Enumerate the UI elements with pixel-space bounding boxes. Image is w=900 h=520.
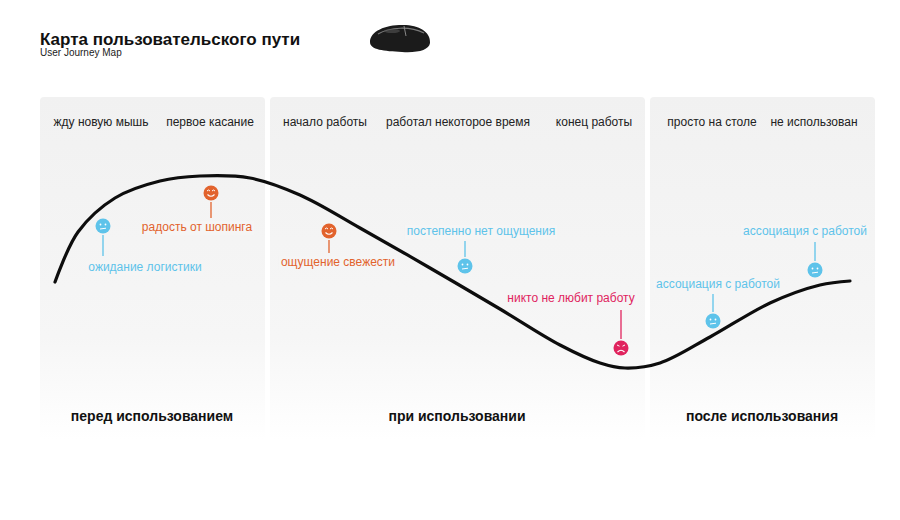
- stage-label: жду новую мышь: [54, 116, 149, 130]
- leader-line: [620, 310, 621, 339]
- phase-heading: при использовании: [388, 408, 525, 424]
- emotion-callout: радость от шопинга: [140, 221, 254, 235]
- emotion-face: [204, 186, 219, 201]
- stage-label: работал некоторое время: [386, 116, 530, 130]
- subtitle: User Journey Map: [40, 47, 122, 59]
- emotion-face: [458, 259, 473, 274]
- stage-label: просто на столе: [667, 116, 756, 130]
- stage-label: конец работы: [556, 116, 632, 130]
- emotion-callout: ощущение свежести: [279, 256, 397, 270]
- stage-label: первое касание: [166, 116, 254, 130]
- leader-line: [328, 240, 329, 253]
- stage-panel: просто на столе не использован после испол…: [650, 97, 875, 440]
- page-title: Карта пользовательского пути: [40, 30, 300, 50]
- stage-label: начало работы: [283, 116, 367, 130]
- emotion-callout: постепенно нет ощущения: [405, 225, 557, 239]
- leader-line: [210, 202, 211, 218]
- phase-heading: после использования: [686, 408, 838, 424]
- leader-line: [464, 241, 465, 257]
- emotion-face: [706, 314, 721, 329]
- emotion-callout: ассоциация с работой: [741, 225, 869, 239]
- leader-line: [814, 242, 815, 261]
- emotion-callout: ассоциация с работой: [654, 278, 782, 292]
- stage-label: не использован: [770, 116, 857, 130]
- emotion-callout: никто не любит работу: [505, 292, 636, 306]
- journey-curve: [55, 176, 850, 369]
- leader-line: [102, 235, 103, 256]
- emotion-face: [96, 219, 111, 234]
- emotion-face: [808, 263, 823, 278]
- stage-panel: [650, 97, 875, 440]
- mouse-icon: [370, 25, 430, 52]
- leader-line: [712, 294, 713, 312]
- emotion-callout: ожидание логистики: [86, 261, 203, 275]
- emotion-face: [614, 341, 629, 356]
- stage-panel: [270, 97, 645, 440]
- emotion-face: [322, 224, 337, 239]
- phase-heading: перед использованием: [71, 408, 233, 424]
- stage-panel: [40, 97, 265, 440]
